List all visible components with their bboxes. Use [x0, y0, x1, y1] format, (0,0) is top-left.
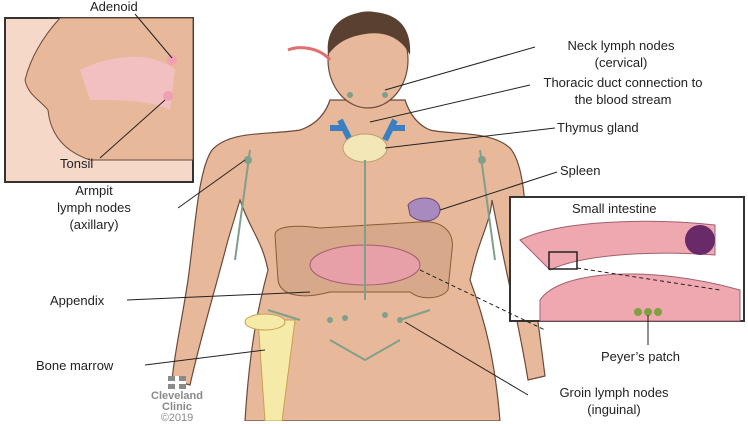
label-appendix: Appendix	[50, 293, 105, 308]
head-inset	[4, 17, 194, 183]
lymph-vessels	[234, 149, 496, 362]
label-groin-lymph-nodes: Groin lymph nodes (inguinal)	[528, 384, 700, 418]
label-bone-marrow: Bone marrow	[36, 358, 114, 373]
label-line: (cervical)	[594, 55, 648, 70]
label-neck-lymph-nodes: Neck lymph nodes (cervical)	[537, 37, 705, 71]
copyright: ©2019	[160, 412, 194, 424]
label-thymus-gland: Thymus gland	[557, 120, 639, 135]
label-small-intestine: Small intestine	[572, 201, 657, 216]
cleveland-clinic-logo: Cleveland Clinic ©2019	[147, 376, 207, 424]
label-line: (axillary)	[69, 217, 119, 232]
label-line: Neck lymph nodes	[567, 38, 675, 53]
thymus-gland	[342, 133, 388, 163]
spleen	[407, 197, 441, 222]
label-line: the blood stream	[574, 92, 672, 107]
cleveland-clinic-cross-icon	[168, 376, 186, 389]
logo-text: Clinic	[162, 401, 192, 413]
label-line: Armpit	[75, 183, 113, 198]
tonsil	[163, 91, 173, 101]
logo-text: Cleveland	[151, 390, 203, 402]
label-adenoid: Adenoid	[90, 0, 138, 14]
label-peyers-patch: Peyer’s patch	[601, 349, 681, 364]
label-line: lymph nodes	[57, 200, 131, 215]
label-thoracic-duct: Thoracic duct connection to the blood st…	[530, 74, 716, 108]
adenoid	[167, 55, 177, 65]
hair	[327, 12, 411, 55]
label-line: (inguinal)	[587, 402, 641, 417]
label-tonsil: Tonsil	[60, 156, 94, 171]
label-line: Groin lymph nodes	[559, 385, 669, 400]
label-armpit-lymph-nodes: Armpit lymph nodes (axillary)	[52, 182, 136, 233]
intestine-inset	[509, 196, 745, 322]
label-line: Thoracic duct connection to	[543, 75, 703, 90]
organs	[234, 92, 496, 421]
label-spleen: Spleen	[560, 163, 601, 178]
leader-lines	[99, 13, 721, 396]
